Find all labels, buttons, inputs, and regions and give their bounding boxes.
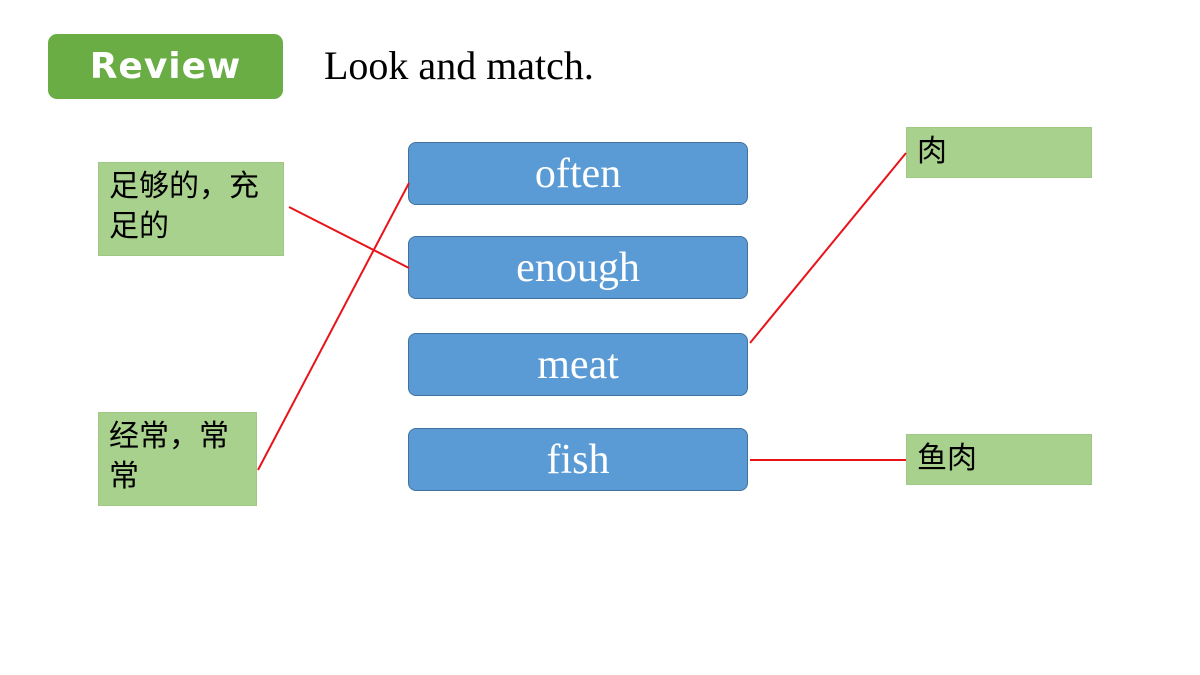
meaning-box-left-top[interactable]: 足够的，充足的 — [98, 162, 284, 256]
word-box-fish[interactable]: fish — [408, 428, 748, 491]
meaning-box-right-bottom[interactable]: 鱼肉 — [906, 434, 1092, 485]
match-line-often — [257, 182, 410, 471]
review-badge: Review — [48, 34, 283, 99]
match-line-enough — [288, 206, 410, 269]
word-box-often[interactable]: often — [408, 142, 748, 205]
instruction-title: Look and match. — [324, 43, 594, 88]
meaning-box-left-bottom[interactable]: 经常，常常 — [98, 412, 257, 506]
word-box-enough[interactable]: enough — [408, 236, 748, 299]
match-line-meat — [749, 152, 907, 344]
word-box-meat[interactable]: meat — [408, 333, 748, 396]
meaning-box-right-top[interactable]: 肉 — [906, 127, 1092, 178]
